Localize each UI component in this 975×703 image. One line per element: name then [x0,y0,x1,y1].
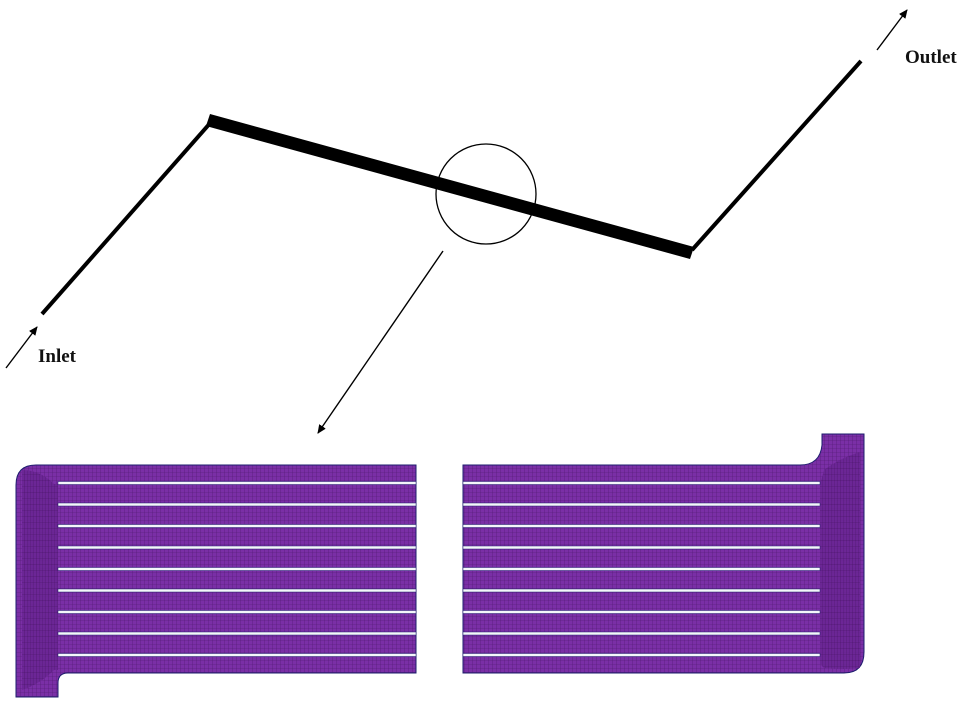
right-channel-wall [462,567,821,571]
mesh-left-channels [57,481,417,657]
right-channel-wall [462,653,821,657]
inlet-label: Inlet [38,346,77,367]
inlet-channel-segment [40,119,214,316]
outlet-label: Outlet [905,47,957,68]
outlet-channel-segment [690,59,863,252]
left-channel-wall [57,567,417,571]
right-channel-wall [462,481,821,485]
inlet-arrow [5,326,38,369]
mesh-left-manifold [22,470,58,690]
mesh-left-body [15,464,417,698]
right-channel-wall [462,610,821,614]
left-channel-wall [57,588,417,593]
outlet-arrow [876,9,908,51]
left-channel-wall [57,545,417,550]
left-channel-wall [57,631,417,636]
left-channel-wall [57,524,417,528]
right-channel-wall [462,588,821,593]
right-channel-wall [462,502,821,507]
right-channel-wall [462,524,821,528]
detail-circle [435,143,537,245]
left-channel-wall [57,481,417,485]
mesh-right-manifold [820,452,860,669]
zoom-arrow [317,250,444,434]
main-channel-segment [206,114,694,259]
mesh-panel-left [15,464,417,698]
right-channel-wall [462,631,821,636]
left-channel-wall [57,610,417,614]
right-channel-wall [462,545,821,550]
mesh-right-channels [462,481,821,657]
left-channel-wall [57,502,417,507]
mesh-panel-right [462,433,865,674]
left-channel-wall [57,653,417,657]
mesh-right-body [462,433,865,674]
